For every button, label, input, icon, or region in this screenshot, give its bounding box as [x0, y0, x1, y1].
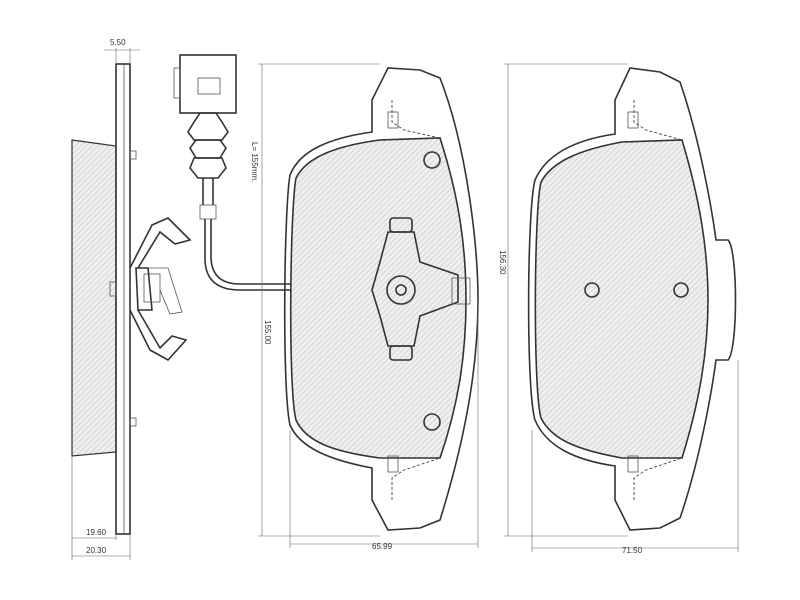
front-pad-view: 155.00 65.99: [258, 63, 479, 551]
sensor-wire: [204, 219, 300, 291]
dim-thickness-a: 19.60: [86, 528, 107, 537]
sensor-sleeve: [199, 204, 217, 220]
front-center-boss: [386, 275, 416, 305]
dim-pad-height: 155.00: [263, 320, 272, 345]
back-hole-right: [673, 282, 689, 298]
front-hole-bottom: [423, 413, 441, 431]
front-friction-material: [289, 137, 467, 459]
dim-thickness-b: 20.30: [86, 546, 107, 555]
side-backing-plate: [115, 63, 131, 535]
side-friction-material: [71, 139, 117, 457]
side-rivet-mid: [109, 281, 117, 297]
dim-pad-width: 65.99: [372, 542, 393, 551]
sensor-length-label: L= 155mm.: [250, 142, 259, 182]
spring-clip: [129, 217, 192, 362]
dim-pad-height-outer: 156.30: [498, 250, 507, 275]
front-tab-bottom: [389, 345, 413, 361]
dim-pad-width-outer: 71.50: [622, 546, 643, 555]
sensor-connector-latch: [173, 67, 181, 99]
back-clip-top: [627, 111, 639, 129]
front-clip-bottom: [387, 455, 399, 473]
front-sensor-mount: [451, 277, 471, 305]
back-pad-view: 156.30 71.50: [498, 63, 739, 555]
side-view: 19.60 20.30 5.50: [71, 38, 192, 560]
back-hole-left: [584, 282, 600, 298]
front-backing-plate: [283, 67, 479, 531]
back-backing-plate: [527, 67, 737, 531]
front-spring-plate: [371, 231, 459, 347]
sensor-grommet: [187, 112, 229, 141]
sensor-connector-window: [197, 77, 221, 95]
sensor-connector: [179, 54, 237, 114]
side-rivet-bottom: [129, 417, 137, 427]
front-center-hole: [395, 284, 407, 296]
front-tab-top: [389, 217, 413, 233]
side-rivet-top: [129, 150, 137, 160]
dim-backplate-thickness: 5.50: [110, 38, 126, 47]
back-friction-material: [534, 139, 709, 459]
front-clip-top: [387, 111, 399, 129]
back-clip-bottom: [627, 455, 639, 473]
front-hole-top: [423, 151, 441, 169]
